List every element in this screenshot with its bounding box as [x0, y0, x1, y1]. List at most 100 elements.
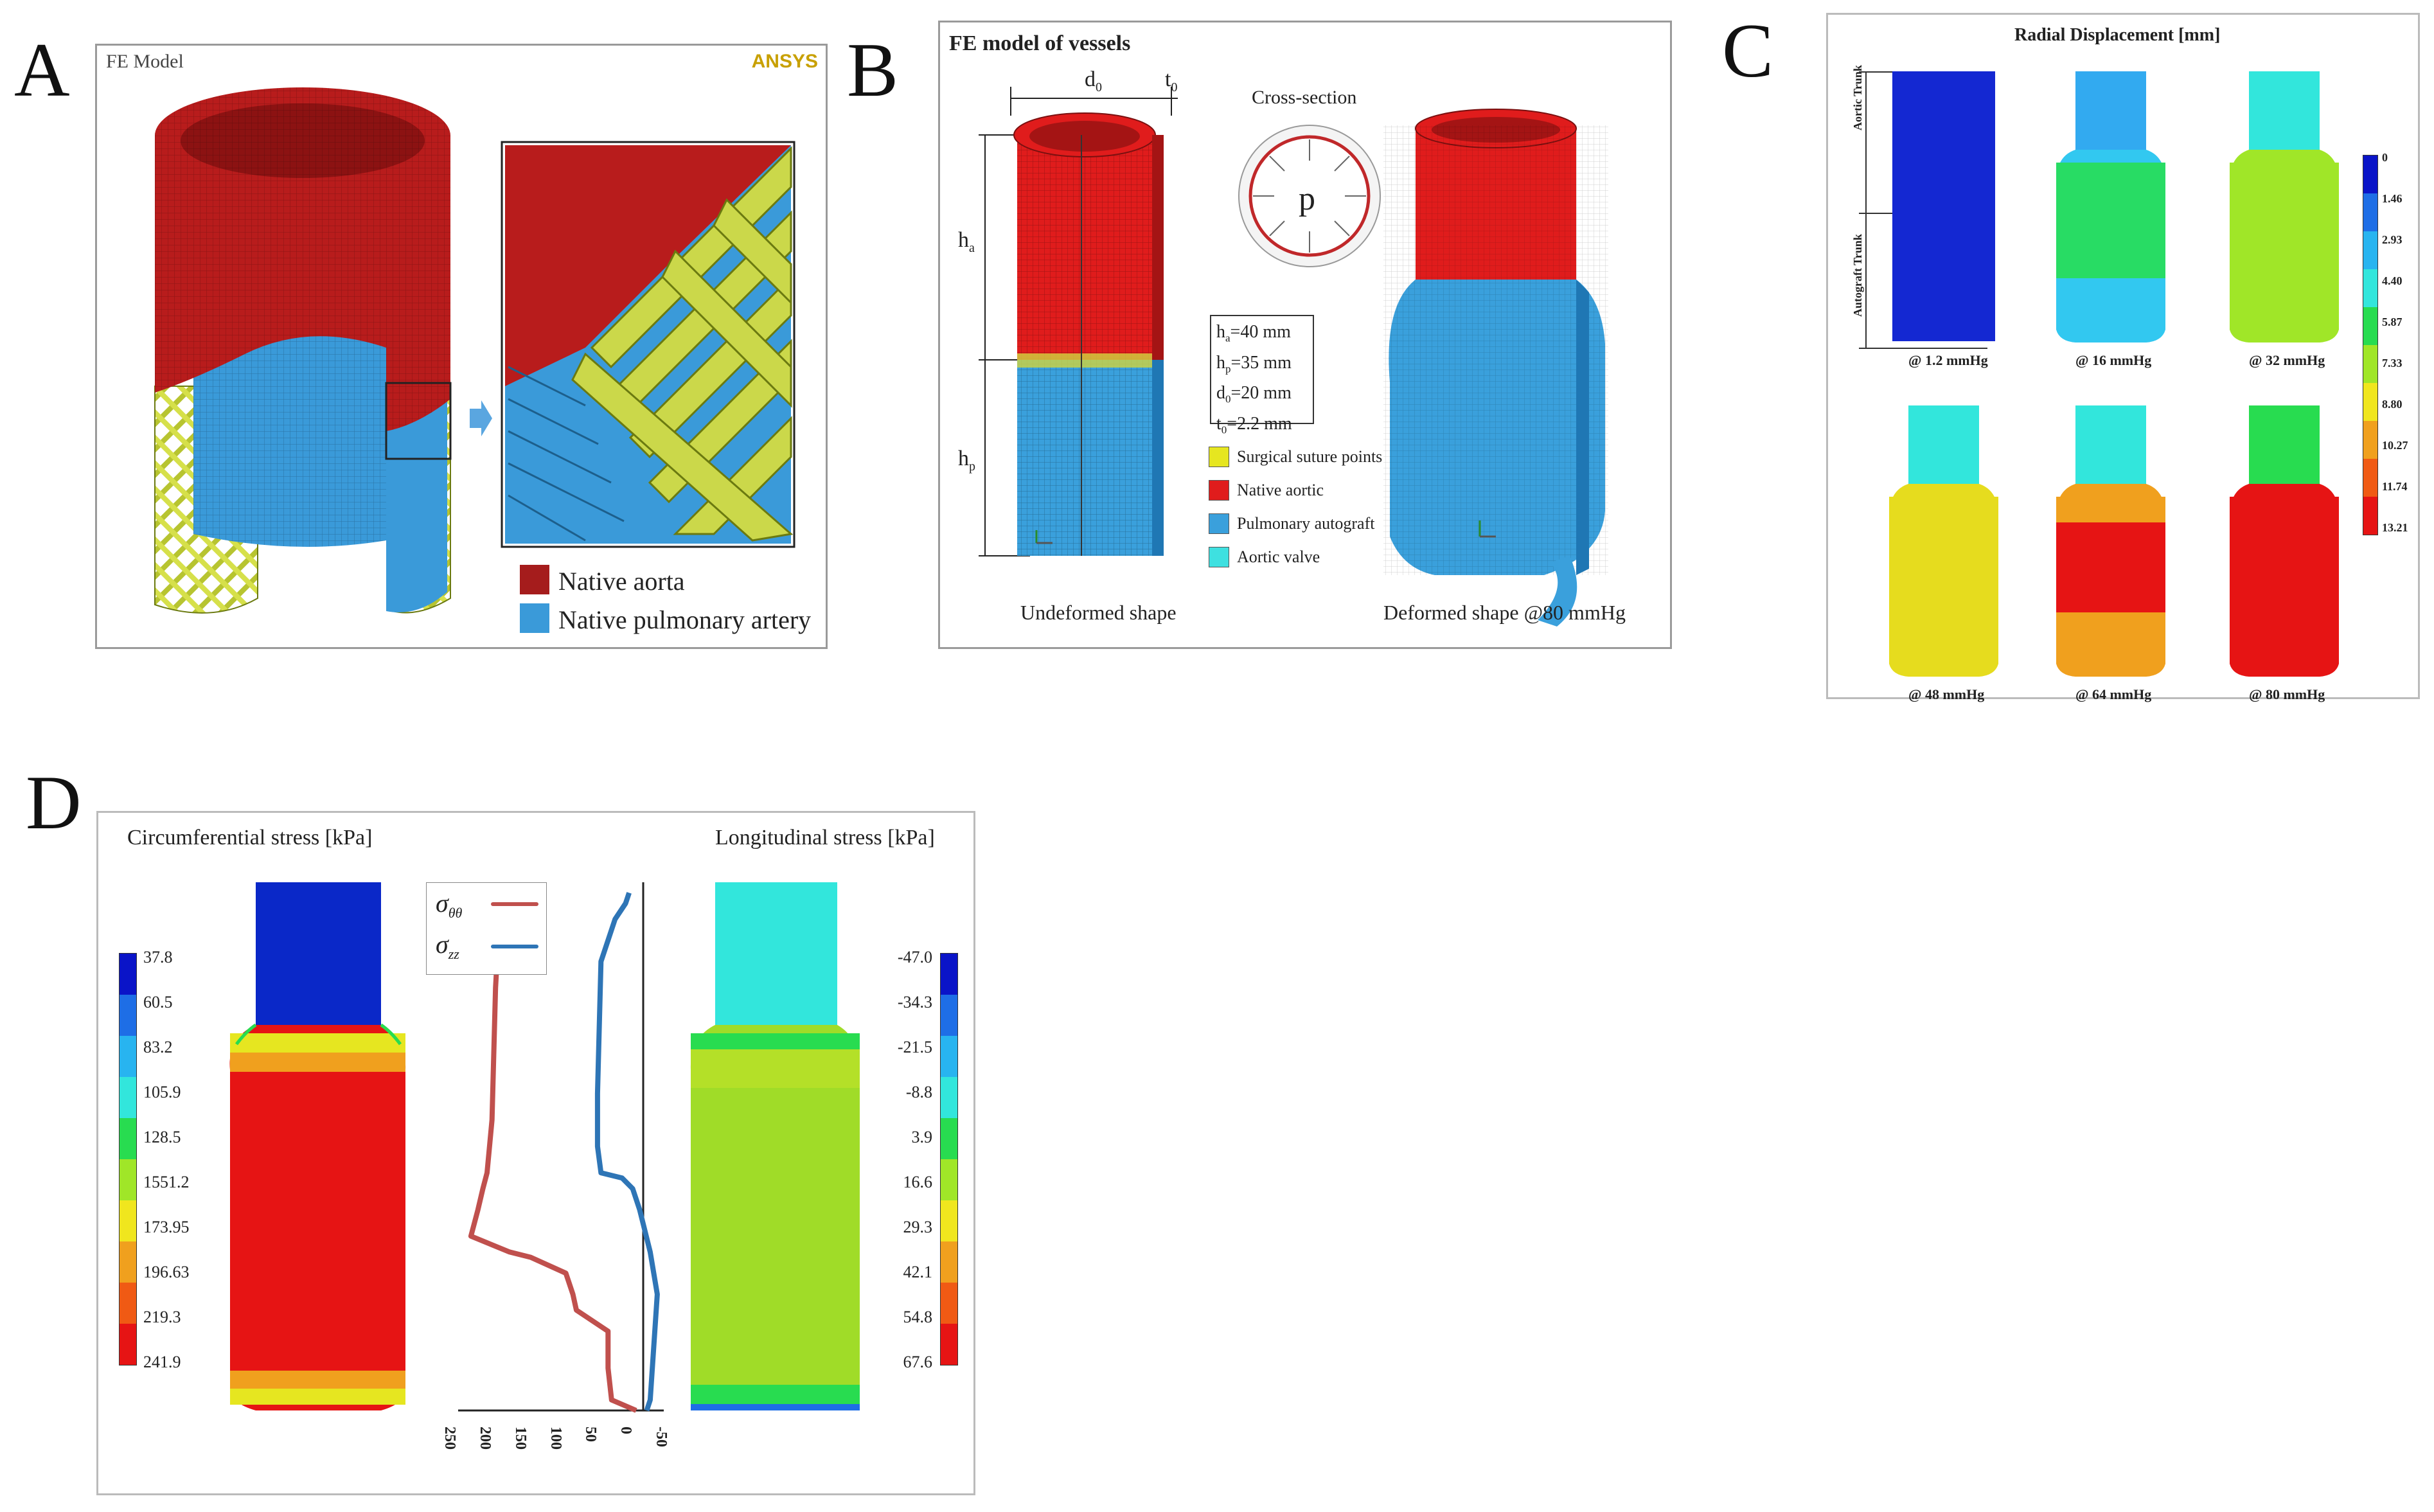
- radial-vessel: [2056, 71, 2165, 342]
- long-colorbar: [940, 953, 958, 1365]
- long-colorbar-label: 16.6: [903, 1173, 933, 1191]
- radial-colorbar-label: 10.27: [2382, 439, 2408, 452]
- legend-item: Surgical suture points: [1209, 447, 1382, 467]
- legend-line-zz: [491, 945, 538, 948]
- panel-letter-d: D: [26, 760, 82, 845]
- panel-d-vessels: [229, 882, 860, 1413]
- circ-colorbar-label: 60.5: [143, 993, 173, 1011]
- radial-colorbar-label: 0: [2382, 151, 2388, 164]
- panel-letter-c: C: [1722, 8, 1774, 93]
- stress-x-tick: -50: [652, 1427, 670, 1447]
- legend-item: Native aortic: [1209, 480, 1324, 501]
- legend-swatch: [1209, 513, 1229, 534]
- circ-colorbar-label: 219.3: [143, 1308, 181, 1326]
- dim-hp: hp: [958, 447, 975, 474]
- long-colorbar-label: -34.3: [897, 993, 932, 1011]
- panel-c-title: Radial Displacement [mm]: [2014, 25, 2221, 45]
- radial-colorbar-label: 1.46: [2382, 192, 2403, 205]
- dim-d0-sub: 0: [1096, 80, 1102, 94]
- legend-swatch: [1209, 447, 1229, 467]
- stress-x-tick: 250: [441, 1427, 459, 1450]
- legend-swatch: [1209, 480, 1229, 501]
- stress-x-tick: 150: [511, 1427, 529, 1450]
- param-row: hp=35 mm: [1216, 351, 1308, 382]
- panel-b-title: FE model of vessels: [949, 31, 1131, 55]
- panel-b-model: [979, 87, 1608, 627]
- param-subscript: a: [1225, 332, 1230, 344]
- radial-colorbar-label: 2.93: [2382, 233, 2403, 246]
- sigma-zz-line: [594, 892, 660, 1412]
- long-colorbar-label: 42.1: [903, 1263, 933, 1281]
- param-subscript: 0: [1225, 393, 1231, 405]
- legend-label: Native aortic: [1237, 481, 1324, 499]
- circ-colorbar-label: 37.8: [143, 948, 173, 966]
- param-subscript: p: [1225, 362, 1231, 375]
- circ-colorbar-label: 83.2: [143, 1038, 173, 1056]
- radial-colorbar-label: 13.21: [2382, 521, 2408, 534]
- long-colorbar-label: 3.9: [911, 1128, 933, 1146]
- dim-ha: ha: [958, 228, 975, 256]
- side-axis: [1865, 71, 1867, 348]
- param-value: =40 mm: [1230, 322, 1291, 342]
- long-colorbar-label: -21.5: [897, 1038, 932, 1056]
- legend-label-native-aorta: Native aorta: [558, 567, 685, 596]
- stress-x-tick: 100: [547, 1427, 564, 1450]
- radial-vessel-label: @ 80 mmHg: [2249, 686, 2325, 702]
- long-colorbar-label: -8.8: [905, 1083, 932, 1101]
- legend-swatch-native-pulmonary-artery: [520, 603, 549, 633]
- radial-vessel: [1892, 71, 1995, 341]
- circ-colorbar: [119, 953, 137, 1365]
- dim-hp-sym: h: [958, 447, 969, 470]
- param-symbol: d: [1216, 383, 1225, 404]
- dim-t0-sub: 0: [1171, 80, 1178, 94]
- param-row: t0=2.2 mm: [1216, 412, 1308, 443]
- panel-d-frame: Circumferential stress [kPa] Longitudina…: [96, 811, 975, 1495]
- dim-d0-sym: d: [1085, 67, 1096, 91]
- radial-colorbar-label: 7.33: [2382, 357, 2403, 369]
- circ-colorbar-label: 173.95: [143, 1218, 190, 1236]
- dim-ha-sym: h: [958, 228, 969, 252]
- panel-letter-b: B: [847, 27, 899, 112]
- stress-x-tick: 200: [477, 1427, 494, 1450]
- param-subscript: 0: [1221, 423, 1227, 436]
- circ-colorbar-label: 241.9: [143, 1353, 181, 1371]
- radial-colorbar-label: 5.87: [2382, 316, 2403, 328]
- circ-colorbar-label: 128.5: [143, 1128, 181, 1146]
- long-colorbar-label: 54.8: [903, 1308, 933, 1326]
- circ-colorbar-label: 196.63: [143, 1263, 190, 1281]
- legend-sigma-theta-sub: θθ: [448, 905, 463, 921]
- legend-label: Aortic valve: [1237, 547, 1320, 566]
- radial-vessel: [1889, 405, 1998, 677]
- legend-label: Surgical suture points: [1237, 447, 1383, 466]
- radial-vessel: [2230, 405, 2339, 677]
- legend-sigma-z: σzz: [436, 929, 459, 963]
- pressure-label: p: [1299, 181, 1315, 217]
- legend-swatch-native-aorta: [520, 565, 549, 594]
- param-row: ha=40 mm: [1216, 320, 1308, 351]
- param-symbol: h: [1216, 352, 1225, 373]
- dim-t0-sym: t: [1165, 67, 1171, 91]
- radial-vessel: [2056, 405, 2165, 677]
- radial-vessel: [2230, 71, 2339, 342]
- legend-line-theta: [491, 902, 538, 906]
- long-colorbar-label: -47.0: [897, 948, 932, 966]
- legend-sigma-theta: σθθ: [436, 888, 462, 921]
- radial-vessel-label: @ 64 mmHg: [2075, 686, 2152, 702]
- panel-a-model: [154, 87, 795, 614]
- legend-sigma-theta-sym: σ: [436, 889, 449, 918]
- radial-colorbar: [2363, 155, 2378, 535]
- panel-b-frame: FE model of vessels: [938, 21, 1672, 649]
- stress-plot: [468, 890, 660, 1413]
- side-label-autograft: Autograft Trunk: [1851, 234, 1864, 317]
- panel-a-frame: FE Model ANSYS: [95, 44, 828, 649]
- long-colorbar-label: 29.3: [903, 1218, 933, 1236]
- radial-vessel-label: @ 16 mmHg: [2075, 352, 2152, 368]
- panel-letter-a: A: [14, 27, 70, 112]
- legend-sigma-z-sub: zz: [448, 946, 459, 962]
- legend-swatch: [1209, 547, 1229, 567]
- stress-x-tick: 0: [617, 1427, 634, 1434]
- longitudinal-title: Longitudinal stress [kPa]: [715, 826, 935, 849]
- dim-t0: t0: [1165, 67, 1177, 95]
- radial-colorbar-label: 4.40: [2382, 274, 2403, 287]
- circumferential-title: Circumferential stress [kPa]: [127, 826, 373, 849]
